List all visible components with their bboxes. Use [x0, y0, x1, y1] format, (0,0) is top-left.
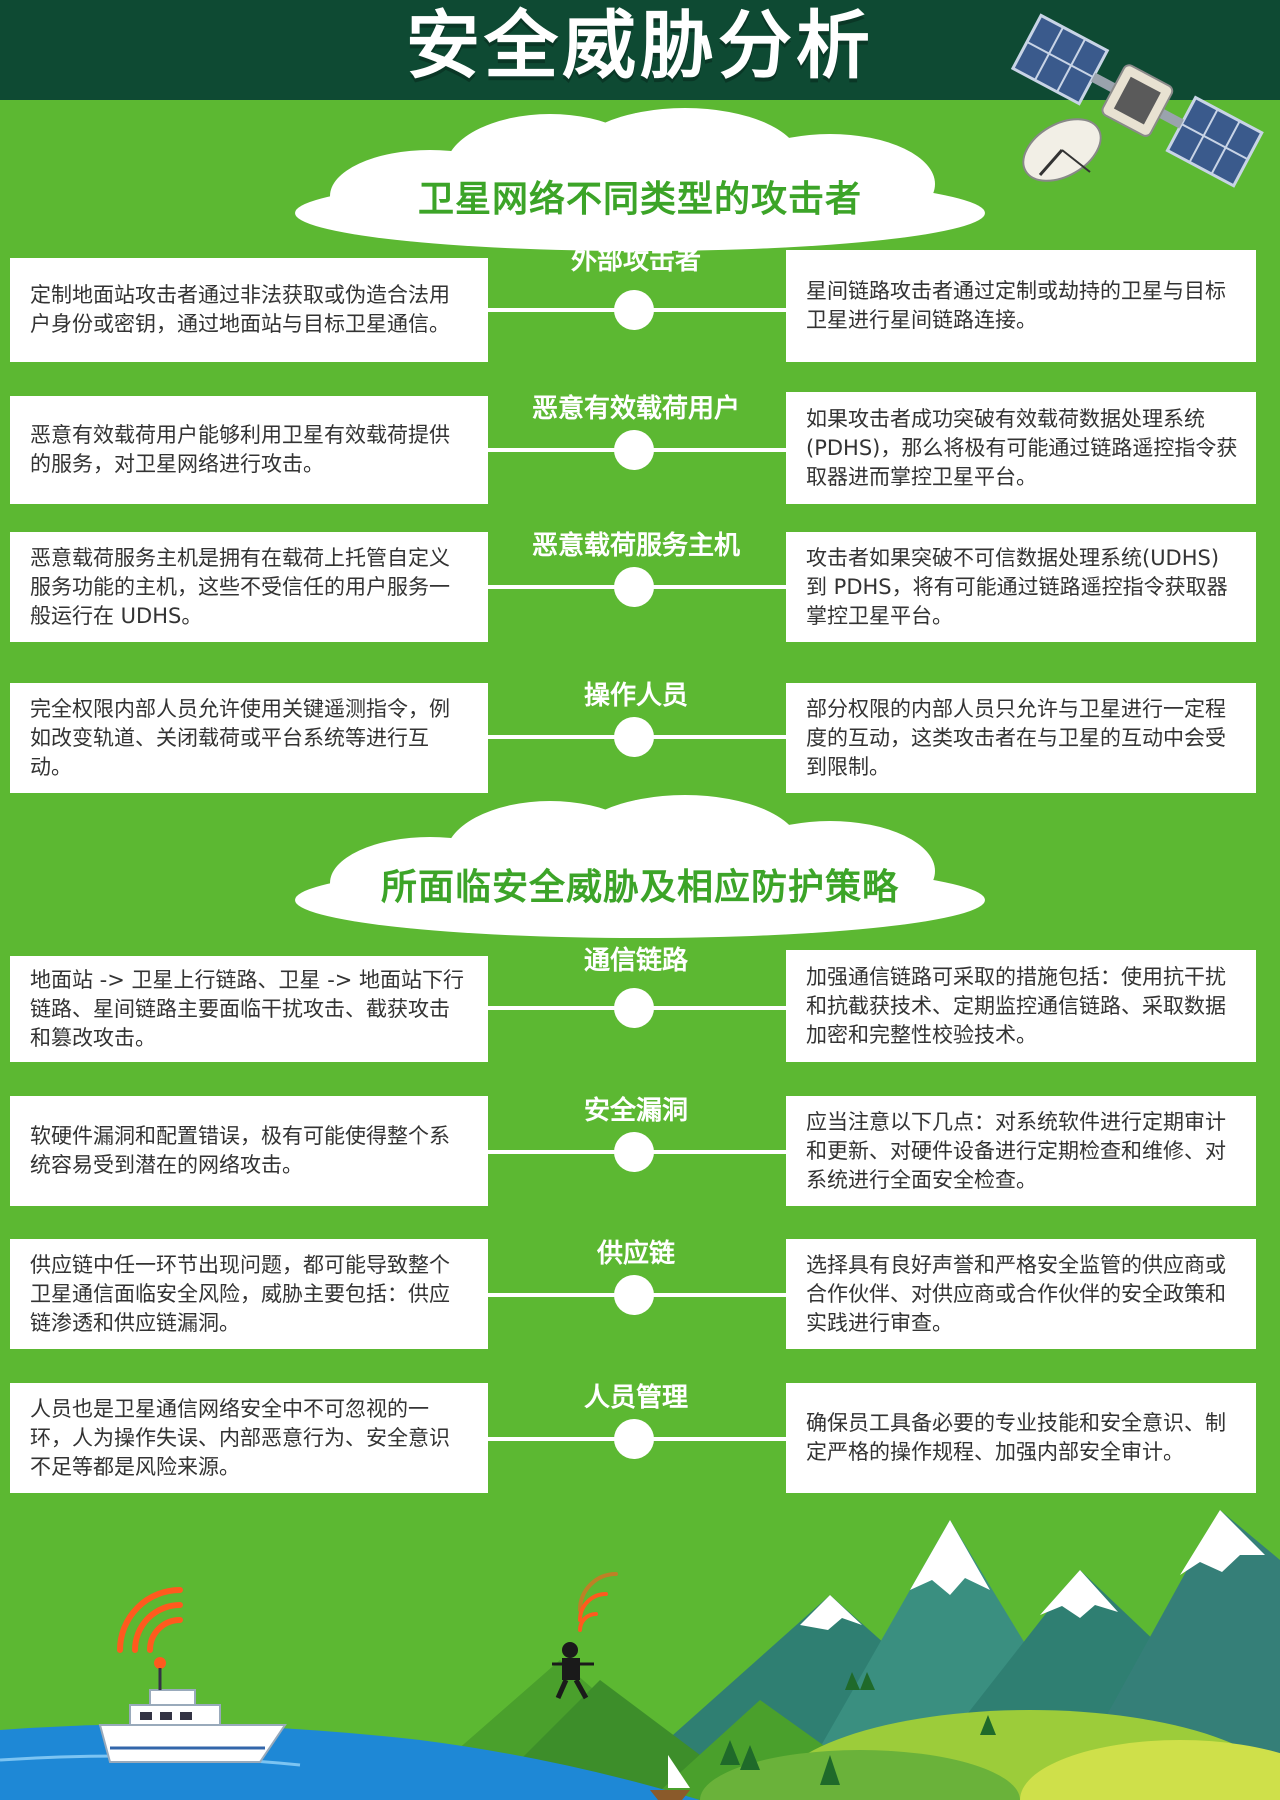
connector-dot	[614, 988, 654, 1028]
attacker-detail-box: 星间链路攻击者通过定制或劫持的卫星与目标卫星进行星间链路连接。	[786, 250, 1256, 362]
threat-description-box: 地面站 -> 卫星上行链路、卫星 -> 地面站下行链路、星间链路主要面临干扰攻击…	[10, 956, 488, 1062]
attacker-description-box: 恶意有效载荷用户能够利用卫星有效载荷提供的服务，对卫星网络进行攻击。	[10, 396, 488, 504]
attacker-detail-box: 攻击者如果突破不可信数据处理系统(UDHS)到 PDHS，将有可能通过链路遥控指…	[786, 532, 1256, 642]
protection-strategy-box: 确保员工具备必要的专业技能和安全意识、制定严格的操作规程、加强内部安全审计。	[786, 1383, 1256, 1493]
category-label: 通信链路	[583, 946, 688, 976]
category-label: 操作人员	[583, 681, 688, 711]
protection-strategy-box: 应当注意以下几点：对系统软件进行定期审计和更新、对硬件设备进行定期检查和维修、对…	[786, 1096, 1256, 1206]
connector-dot	[614, 567, 654, 607]
connector-dot	[614, 1419, 654, 1459]
connector-dot	[614, 717, 654, 757]
cloud-banner	[295, 795, 985, 938]
category-label: 安全漏洞	[583, 1096, 688, 1126]
attacker-detail-box: 如果攻击者成功突破有效载荷数据处理系统(PDHS)，那么将极有可能通过链路遥控指…	[786, 392, 1256, 504]
category-label: 外部攻击者	[570, 246, 701, 276]
connector-dot	[614, 430, 654, 470]
soldier-icon	[552, 1642, 594, 1700]
category-label: 恶意有效载荷用户	[531, 394, 740, 424]
category-label: 人员管理	[583, 1383, 688, 1413]
threat-description-box: 供应链中任一环节出现问题，都可能导致整个卫星通信面临安全风险，威胁主要包括：供应…	[10, 1239, 488, 1349]
attacker-description-box: 恶意载荷服务主机是拥有在载荷上托管自定义服务功能的主机，这些不受信任的用户服务一…	[10, 532, 488, 642]
connector-dot	[614, 1275, 654, 1315]
connector-dot	[614, 290, 654, 330]
attacker-detail-box: 部分权限的内部人员只允许与卫星进行一定程度的互动，这类攻击者在与卫星的互动中会受…	[786, 683, 1256, 793]
connector-dot	[614, 1132, 654, 1172]
category-label: 恶意载荷服务主机	[531, 531, 740, 561]
protection-strategy-box: 选择具有良好声誉和严格安全监管的供应商或合作伙伴、对供应商或合作伙伴的安全政策和…	[786, 1239, 1256, 1349]
threat-description-box: 软硬件漏洞和配置错误，极有可能使得整个系统容易受到潜在的网络攻击。	[10, 1096, 488, 1206]
satellite-icon	[1010, 13, 1264, 188]
section-heading: 卫星网络不同类型的攻击者	[417, 179, 862, 220]
boat-icon	[98, 1689, 287, 1763]
attacker-description-box: 定制地面站攻击者通过非法获取或伪造合法用户身份或密钥，通过地面站与目标卫星通信。	[10, 258, 488, 362]
mountain-landscape	[0, 1510, 1280, 1800]
category-label: 供应链	[596, 1239, 675, 1269]
attacker-description-box: 完全权限内部人员允许使用关键遥测指令，例如改变轨道、关闭载荷或平台系统等进行互动…	[10, 683, 488, 793]
protection-strategy-box: 加强通信链路可采取的措施包括：使用抗干扰和抗截获技术、定期监控通信链路、采取数据…	[786, 950, 1256, 1062]
cloud-banner	[295, 108, 985, 251]
page-title: 安全威胁分析	[406, 3, 874, 89]
wifi-signal-icon	[117, 1587, 183, 1653]
section-heading: 所面临安全威胁及相应防护策略	[380, 867, 899, 908]
threat-description-box: 人员也是卫星通信网络安全中不可忽视的一环，人为操作失误、内部恶意行为、安全意识不…	[10, 1383, 488, 1493]
